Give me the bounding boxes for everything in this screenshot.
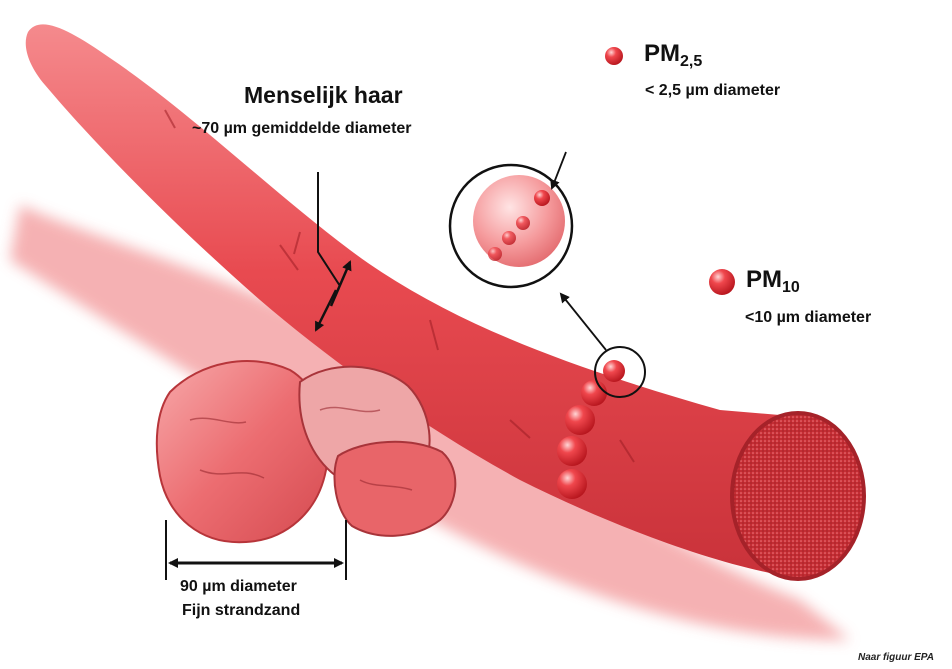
pm25-pointer-arrow [552,152,566,188]
source-credit: Naar figuur EPA [858,652,934,664]
hair-cross-section [732,413,864,579]
sand-grain [157,361,456,542]
pm25-label: PM2,5 [644,40,702,71]
pm10-description: <10 µm diameter [745,309,871,327]
hair-title: Menselijk haar [244,82,403,108]
sand-name-label: Fijn strandzand [182,602,300,620]
hair-subtitle: ~70 µm gemiddelde diameter [192,120,412,138]
pm25-description: < 2,5 µm diameter [645,82,780,100]
pm25-legend-dot [605,47,623,65]
sand-diameter-label: 90 µm diameter [180,578,297,596]
magnify-arrow [561,294,606,350]
pm10-label: PM10 [746,266,800,297]
pm10-legend-dot [709,269,735,295]
